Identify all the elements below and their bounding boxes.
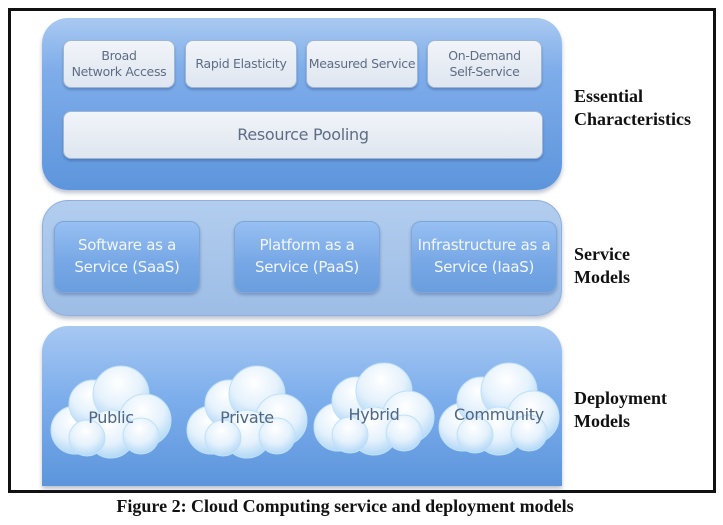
box-line: Measured Service xyxy=(308,55,416,71)
measured-service-box: Measured Service xyxy=(306,40,418,88)
saas-box: Software as a Service (SaaS) xyxy=(54,221,200,293)
cloud-label: Public xyxy=(88,408,134,427)
cloud-icon xyxy=(186,365,308,459)
deployment-models-label: Deployment Models xyxy=(574,387,667,433)
resource-pooling-box: Resource Pooling xyxy=(63,111,543,159)
cloud-public: Public xyxy=(45,364,177,460)
service-models-label: Service Models xyxy=(574,243,630,289)
cloud-private: Private xyxy=(181,364,313,460)
cloud-label: Community xyxy=(454,405,544,424)
box-line: Broad xyxy=(101,47,137,63)
box-line: Service (PaaS) xyxy=(255,258,359,276)
box-line: Rapid Elasticity xyxy=(195,55,287,71)
essential-characteristics-label: Essential Characteristics xyxy=(574,85,691,131)
paas-box: Platform as a Service (PaaS) xyxy=(234,221,380,293)
box-line: Software as a xyxy=(78,236,176,255)
label-line: Service xyxy=(574,244,630,264)
label-line: Models xyxy=(574,411,630,431)
cloud-icon xyxy=(438,362,560,456)
service-models-panel: Software as a Service (SaaS) Platform as … xyxy=(42,200,562,316)
box-line: Network Access xyxy=(71,64,167,79)
box-line: Service (IaaS) xyxy=(433,258,535,276)
rapid-elasticity-box: Rapid Elasticity xyxy=(185,40,297,88)
cloud-icon xyxy=(50,365,172,459)
deployment-models-panel: Public Private Hybrid Community xyxy=(42,326,562,486)
cloud-community: Community xyxy=(433,361,565,457)
box-line: Self-Service xyxy=(449,64,520,79)
box-line: Platform as a xyxy=(259,236,355,255)
label-line: Models xyxy=(574,267,630,287)
figure-caption: Figure 2: Cloud Computing service and de… xyxy=(116,496,574,516)
label-line: Deployment xyxy=(574,388,667,408)
iaas-box: Infrastructure as a Service (IaaS) xyxy=(411,221,557,293)
label-line: Characteristics xyxy=(574,109,691,129)
box-line: On-Demand xyxy=(448,47,521,63)
cloud-hybrid: Hybrid xyxy=(308,361,440,457)
box-line: Infrastructure as a xyxy=(417,236,551,255)
cloud-label: Private xyxy=(220,408,274,427)
cloud-icon xyxy=(313,362,435,456)
cloud-label: Hybrid xyxy=(348,405,400,424)
resource-pooling-label: Resource Pooling xyxy=(237,124,369,144)
label-line: Essential xyxy=(574,86,644,106)
box-line: Service (SaaS) xyxy=(74,258,180,276)
